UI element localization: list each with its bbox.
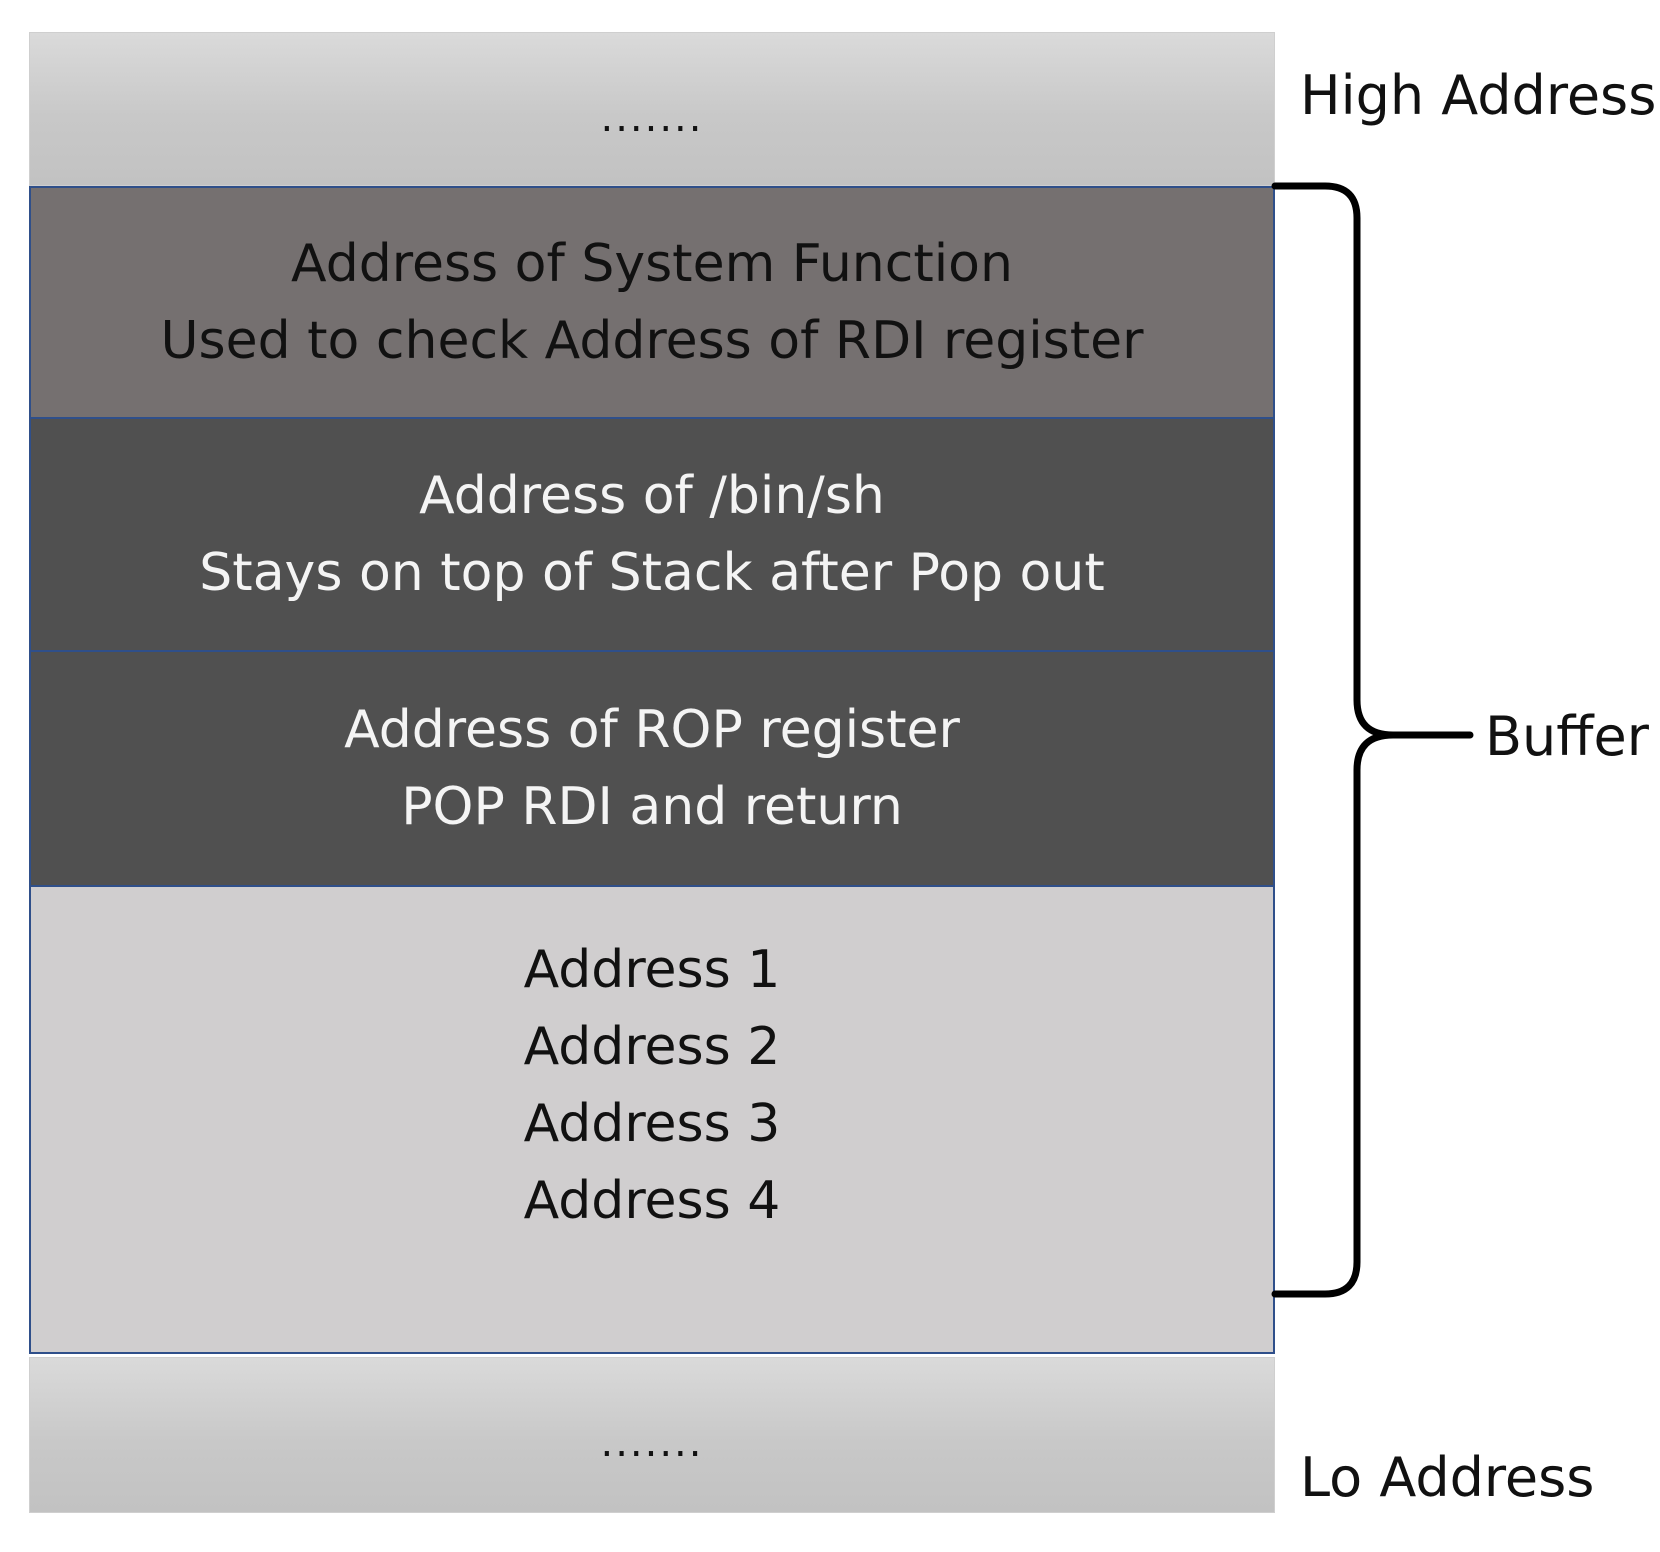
rop-title: Address of ROP register [344,699,960,760]
address-2: Address 2 [523,1017,781,1077]
high-address-label: High Address [1300,64,1657,127]
system-function-title: Address of System Function [291,233,1013,294]
bin-sh-title: Address of /bin/sh [419,465,885,526]
stack-cell-bin-sh: Address of /bin/sh Stays on top of Stack… [29,417,1275,652]
stack-overflow-region-top: ....... [29,32,1275,186]
rop-note: POP RDI and return [401,776,903,837]
stack-overflow-region-bottom: ....... [29,1357,1275,1513]
stack-cell-rop: Address of ROP register POP RDI and retu… [29,650,1275,887]
address-3: Address 3 [523,1094,781,1154]
system-function-note: Used to check Address of RDI register [160,310,1144,371]
ellipsis-bottom-text: ....... [600,1419,704,1466]
bin-sh-note: Stays on top of Stack after Pop out [199,542,1105,603]
ellipsis-top-text: ....... [600,94,704,141]
address-1: Address 1 [523,940,781,1000]
address-4: Address 4 [523,1171,781,1231]
buffer-label: Buffer [1485,705,1649,768]
stack-cell-addresses: Address 1 Address 2 Address 3 Address 4 [29,885,1275,1354]
low-address-label: Lo Address [1300,1446,1595,1509]
